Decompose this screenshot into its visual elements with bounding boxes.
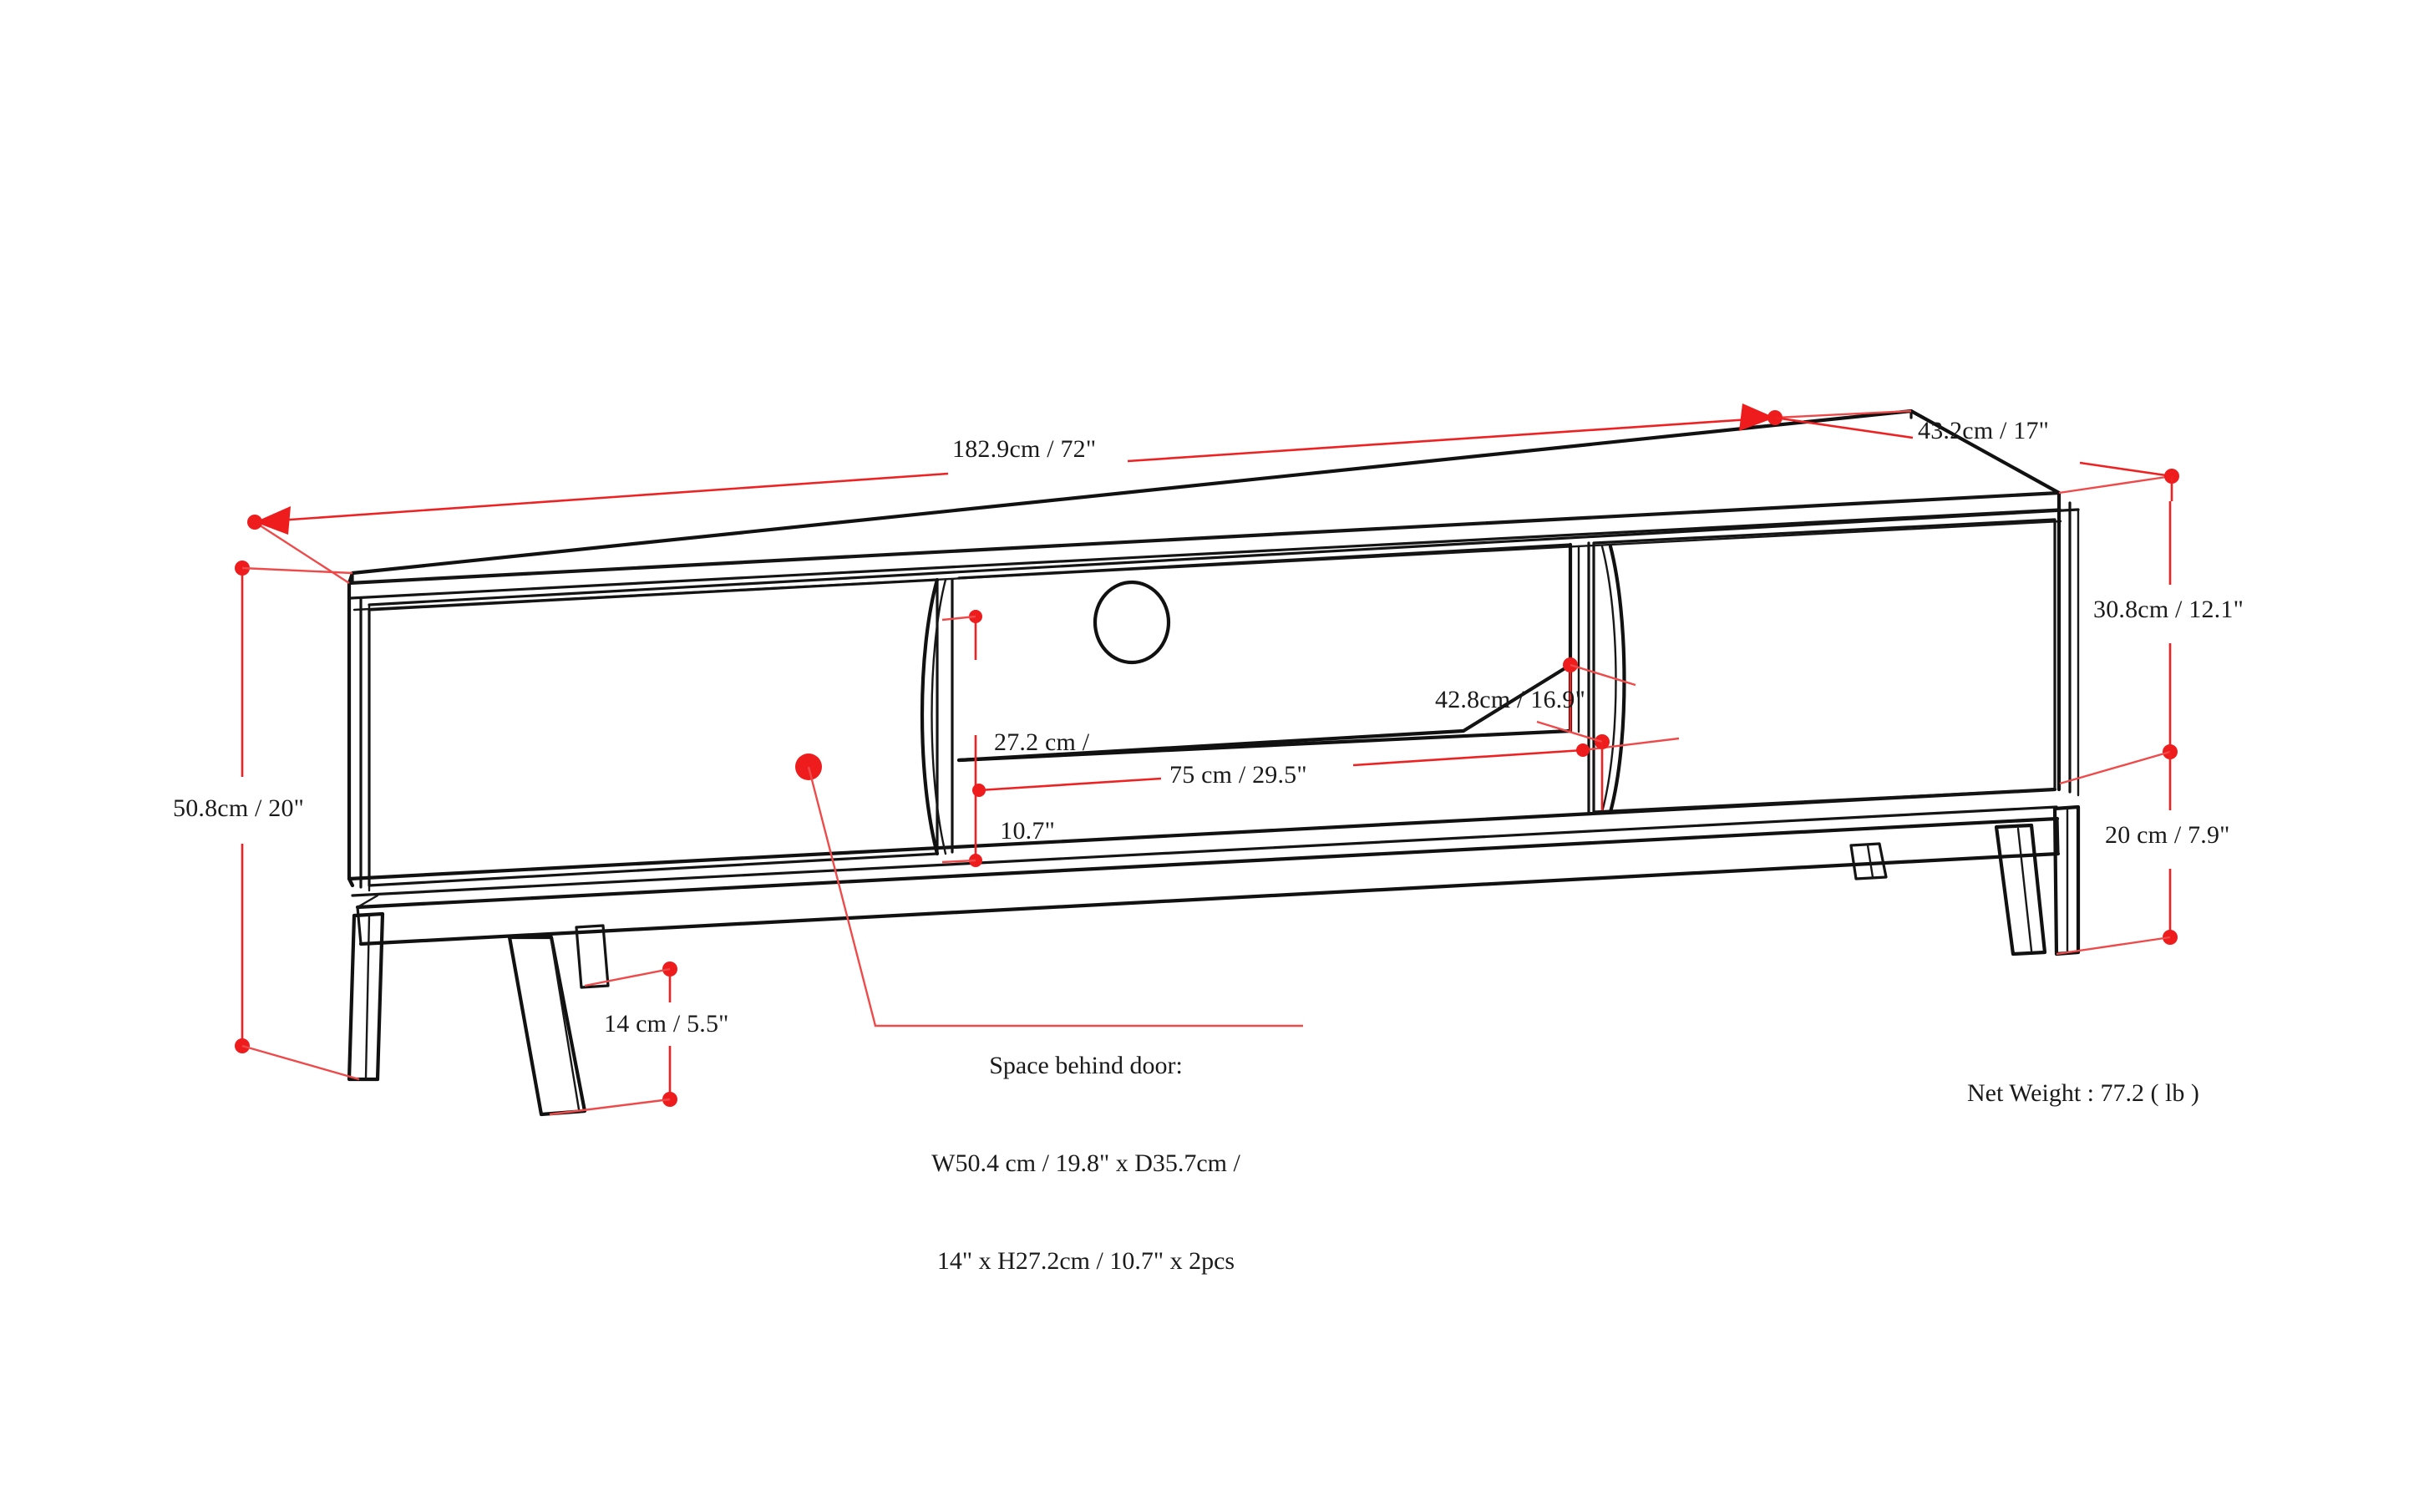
center-open-shelf xyxy=(956,542,1580,763)
dim-leg-height-ext-bottom xyxy=(2056,936,2171,956)
left-side-panel xyxy=(347,581,355,888)
space-behind-door-callout: Space behind door: W50.4 cm / 19.8" x D3… xyxy=(869,984,1303,1342)
dim-overall-width-dot-left xyxy=(247,515,262,530)
dim-overall-width-arrow-right xyxy=(1739,403,1775,431)
plinth-front-top xyxy=(355,816,2060,910)
dim-open-shelf-height-line2: 10.7" xyxy=(1000,816,1056,845)
plinth-left-end xyxy=(356,906,363,946)
leg-rear-left-highlight xyxy=(364,914,371,1079)
space-behind-door-line2: W50.4 cm / 19.8" x D35.7cm / xyxy=(931,1149,1240,1177)
leg-front-right xyxy=(1994,823,2047,956)
dim-overall-width-line xyxy=(254,416,1776,524)
leg-rear-right xyxy=(2052,804,2081,956)
dim-cabinet-body-height-label: 30.8cm / 12.1" xyxy=(2093,596,2244,623)
dim-overall-width-ext-right xyxy=(1774,409,1912,419)
plinth-right-end xyxy=(2056,817,2060,855)
net-weight-label: Net Weight : 77.2 ( lb ) xyxy=(1967,1079,2199,1107)
leg-front-left xyxy=(507,935,587,1117)
dim-overall-depth-line-b xyxy=(2079,461,2173,478)
leg-rear-left xyxy=(347,911,385,1082)
right-cabinet-door[interactable] xyxy=(1587,518,2056,814)
left-door-handle-curve-inner xyxy=(931,578,947,855)
dim-leg-clearance xyxy=(549,961,677,1116)
dim-overall-width-arrow-left xyxy=(255,506,291,535)
dim-open-shelf-height-line1: 27.2 cm / xyxy=(994,728,1090,756)
cable-management-hole xyxy=(1093,580,1171,665)
dim-open-shelf-depth xyxy=(1536,657,1636,810)
dim-overall-width xyxy=(247,403,1912,585)
callout-leader-space-behind-door xyxy=(795,753,1303,1027)
dim-overall-depth-label: 43.2cm / 17" xyxy=(1918,417,2050,444)
dim-open-shelf-height-ext-top xyxy=(941,615,976,622)
dim-leg-clearance-ext-bottom xyxy=(549,1098,671,1116)
leg-rear-right-outline xyxy=(2052,804,2081,956)
dim-overall-height-ext-bottom xyxy=(241,1044,360,1081)
leg-rear-left-outline xyxy=(347,911,385,1082)
cabinet-bottom-front-rail-2 xyxy=(351,805,2058,897)
open-shelf-floor-back-edge xyxy=(1462,663,1572,733)
dim-overall-depth-line-a xyxy=(1774,416,1914,439)
dim-leg-height-label: 20 cm / 7.9" xyxy=(2105,821,2230,849)
dim-cabinet-body-height-ext-bottom xyxy=(2059,750,2171,785)
dim-open-shelf-height xyxy=(941,610,982,867)
leg-rear-left-stub-outline xyxy=(575,924,610,989)
leg-rear-right-stub xyxy=(1849,842,1888,880)
left-door-panel xyxy=(368,578,939,887)
plinth-left-recede xyxy=(356,894,379,909)
left-door-handle-curve xyxy=(920,577,940,856)
dim-open-shelf-width-dot-left xyxy=(972,784,986,797)
right-door-handle-curve-inner xyxy=(1600,545,1617,814)
dim-open-shelf-depth-leader-bottom xyxy=(1536,720,1603,743)
dim-overall-depth xyxy=(1774,416,2179,501)
top-panel-front-edge xyxy=(347,491,2061,585)
top-panel-front-thickness xyxy=(349,508,2062,600)
dim-open-shelf-width-label: 75 cm / 29.5" xyxy=(1169,761,1307,789)
dim-overall-width-ext-left xyxy=(254,520,350,585)
dim-overall-height xyxy=(235,561,360,1081)
furniture-body xyxy=(347,408,2081,1117)
right-door-handle-curve xyxy=(1608,544,1626,814)
dim-open-shelf-depth-label: 42.8cm / 16.9" xyxy=(1435,686,1586,713)
leg-front-right-outline xyxy=(1994,823,2047,956)
dim-open-shelf-height-label: 27.2 cm / 10.7" xyxy=(994,668,1089,905)
dim-overall-width-label: 182.9cm / 72" xyxy=(952,435,1097,463)
leg-front-left-highlight xyxy=(550,939,581,1111)
leg-front-right-highlight xyxy=(2016,827,2033,952)
dim-open-shelf-depth-leader-top xyxy=(1570,663,1636,687)
callout-leader-line xyxy=(807,766,1303,1027)
left-cabinet-door[interactable] xyxy=(368,577,954,887)
space-behind-door-line1: Space behind door: xyxy=(989,1052,1183,1079)
dim-leg-height xyxy=(2056,752,2178,956)
dim-leg-clearance-label: 14 cm / 5.5" xyxy=(604,1010,729,1038)
dim-overall-depth-ext xyxy=(2058,474,2173,495)
dim-open-shelf-width-line xyxy=(978,748,1584,792)
case-top-inner-rear xyxy=(368,508,2080,606)
open-shelf-top-edge xyxy=(957,543,1572,580)
dim-open-shelf-height-ext-bottom xyxy=(941,859,976,864)
leg-rear-right-stub-outline xyxy=(1849,842,1888,880)
dim-leg-clearance-ext-top xyxy=(584,967,671,987)
dim-open-shelf-width-dot-right xyxy=(1576,743,1590,757)
dim-cabinet-body-height xyxy=(2059,501,2178,785)
right-door-panel xyxy=(1592,518,2056,814)
leg-rear-left-stub xyxy=(575,924,610,989)
leg-front-left-outline xyxy=(507,935,587,1117)
plinth-front-bottom xyxy=(358,851,2061,946)
space-behind-door-line3: 14" x H27.2cm / 10.7" x 2pcs xyxy=(936,1247,1235,1275)
dim-overall-height-ext-top xyxy=(241,566,353,575)
dim-overall-height-label: 50.8cm / 20" xyxy=(173,794,305,822)
leg-rear-right-stub-highlight xyxy=(1866,844,1874,879)
